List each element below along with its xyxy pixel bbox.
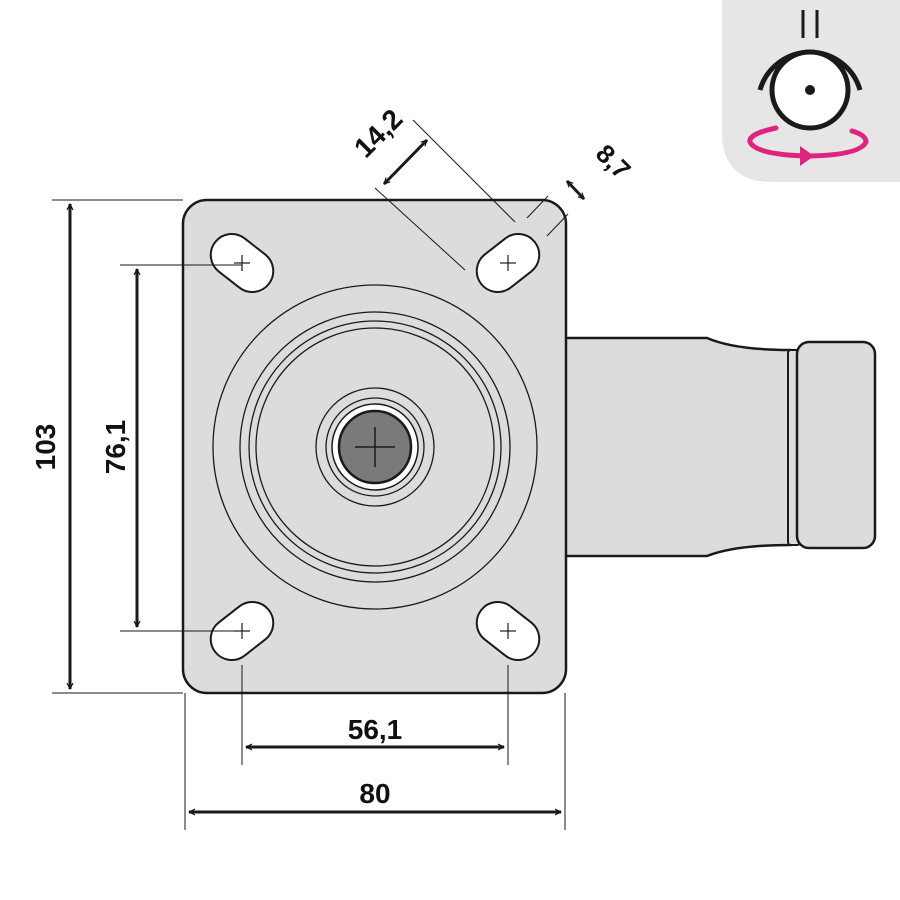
dimension-lines bbox=[66, 138, 586, 816]
label-overall-width: 80 bbox=[359, 778, 390, 809]
wheel-side-view bbox=[563, 336, 877, 558]
swivel-rotation-icon bbox=[747, 10, 869, 166]
dim-line-slot-length bbox=[382, 138, 429, 186]
label-hole-spacing-vertical: 76,1 bbox=[100, 420, 131, 475]
label-overall-height: 103 bbox=[30, 424, 61, 471]
slot-top-left bbox=[209, 232, 275, 294]
label-hole-spacing-horizontal: 56,1 bbox=[348, 714, 403, 745]
slot-top-right bbox=[475, 232, 541, 294]
label-slot-width: 8,7 bbox=[590, 138, 637, 185]
label-slot-length: 14,2 bbox=[348, 103, 408, 163]
mounting-plate bbox=[181, 198, 568, 695]
extension-lines bbox=[52, 119, 569, 830]
wheel-housing bbox=[563, 336, 792, 558]
dim-line-slot-width bbox=[565, 179, 586, 201]
wheel-tread bbox=[795, 340, 877, 550]
slot-bottom-right bbox=[475, 600, 541, 662]
swivel-badge bbox=[722, 0, 900, 182]
